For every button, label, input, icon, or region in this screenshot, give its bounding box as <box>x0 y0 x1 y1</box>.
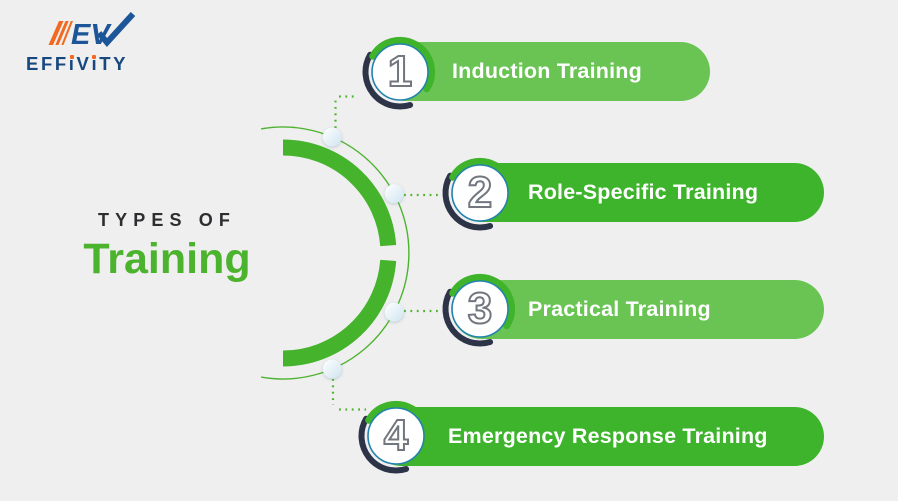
item-number-badge-2: 2 <box>440 153 520 233</box>
item-number-1: 1 <box>387 46 413 97</box>
badge-arcs-4 <box>358 400 432 474</box>
item-label-4: Emergency Response Training <box>448 424 768 448</box>
brand-text: EFFıVıTY <box>26 53 138 74</box>
page-title: TYPES OF Training <box>52 210 282 281</box>
center-thick-arc-top <box>282 139 397 247</box>
logo-ev-mark: EV <box>48 12 136 51</box>
badge-arcs-3 <box>442 273 516 347</box>
item-number-2: 2 <box>467 167 493 218</box>
checkmark-icon <box>96 12 136 48</box>
connector-dots-4 <box>331 379 366 411</box>
item-number-badge-3: 3 <box>440 269 520 349</box>
title-main: Training <box>83 235 251 283</box>
item-number-badge-4: 4 <box>356 396 436 476</box>
item-label-2: Role-Specific Training <box>528 180 759 204</box>
arc-node-dot-3 <box>384 302 404 322</box>
item-pill-4: Emergency Response Training <box>372 407 824 466</box>
brand-seg: TY <box>99 53 129 74</box>
item-number-4: 4 <box>383 410 409 461</box>
brand-seg: V <box>76 53 92 74</box>
arc-node-dot-1 <box>322 127 342 147</box>
badge-arcs-2 <box>442 157 516 231</box>
center-thick-arc-bottom <box>282 259 397 367</box>
item-label-3: Practical Training <box>528 297 711 321</box>
arc-node-dot-4 <box>322 359 342 379</box>
connector-dots-1 <box>334 95 358 128</box>
item-number-3: 3 <box>467 283 493 334</box>
brand-i: ı <box>91 53 100 74</box>
arc-node-dot-2 <box>384 184 404 204</box>
item-number-badge-1: 1 <box>360 32 440 112</box>
item-label-1: Induction Training <box>452 59 642 83</box>
title-kicker: TYPES OF <box>98 210 236 230</box>
logo-orange-stripes <box>48 21 73 45</box>
badge-arcs-1 <box>362 36 436 110</box>
logo-mark-text: EV <box>71 19 112 51</box>
brand-seg: EFF <box>26 53 69 74</box>
effivity-logo: EV EFFıVıTY <box>26 12 138 74</box>
brand-i: ı <box>68 53 77 74</box>
